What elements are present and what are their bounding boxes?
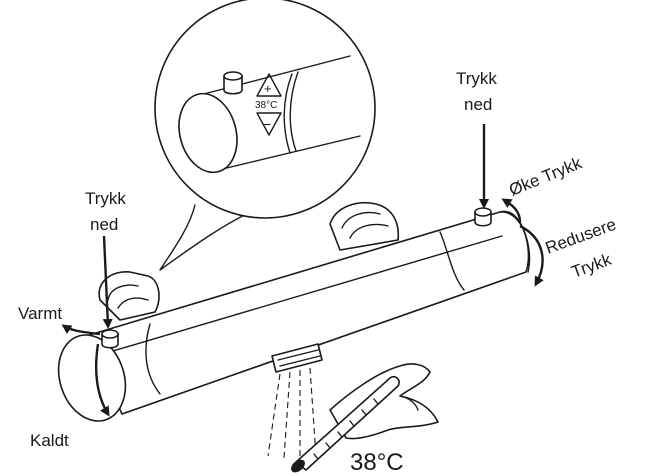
push-right-label-1: Trykk <box>456 69 497 88</box>
zoom-callout: + 38°C − <box>154 0 376 271</box>
left-end-cap <box>57 334 127 422</box>
cold-rotation-arrow-icon <box>94 343 110 417</box>
push-right-label-2: ned <box>464 95 492 114</box>
increase-pressure-arrow-icon <box>501 198 522 223</box>
right-handle-seam <box>439 231 465 291</box>
plus-triangle <box>256 73 282 97</box>
cold-label: Kaldt <box>30 431 69 450</box>
minus-triangle <box>256 112 282 136</box>
mixer-body <box>57 210 531 422</box>
left-push-button <box>101 329 119 349</box>
reduce-pressure-arrow-icon <box>519 224 544 287</box>
zoom-end-cap <box>178 92 238 174</box>
zoom-push-button <box>223 75 243 95</box>
warm-rotation-arrow-icon <box>61 324 101 336</box>
dial-minus-label: − <box>263 116 271 132</box>
thermometer-icon <box>291 375 400 473</box>
warm-label: Varmt <box>18 304 62 323</box>
temperature-label: 38°C <box>350 449 404 476</box>
reduce-pressure-label-2: Trykk <box>569 250 614 282</box>
water-spray-icon <box>267 367 317 460</box>
right-wall-connector <box>329 202 400 251</box>
increase-pressure-label: Øke Trykk <box>506 153 585 199</box>
dial-temp-label: 38°C <box>255 100 277 111</box>
left-handle-seam <box>145 323 161 395</box>
push-left-label-1: Trykk <box>85 189 126 208</box>
left-wall-connector <box>98 271 160 321</box>
right-push-button <box>474 207 492 227</box>
push-left-label-2: ned <box>90 215 118 234</box>
push-down-arrow-icon-left <box>102 235 113 329</box>
dial-plus-label: + <box>264 81 272 96</box>
